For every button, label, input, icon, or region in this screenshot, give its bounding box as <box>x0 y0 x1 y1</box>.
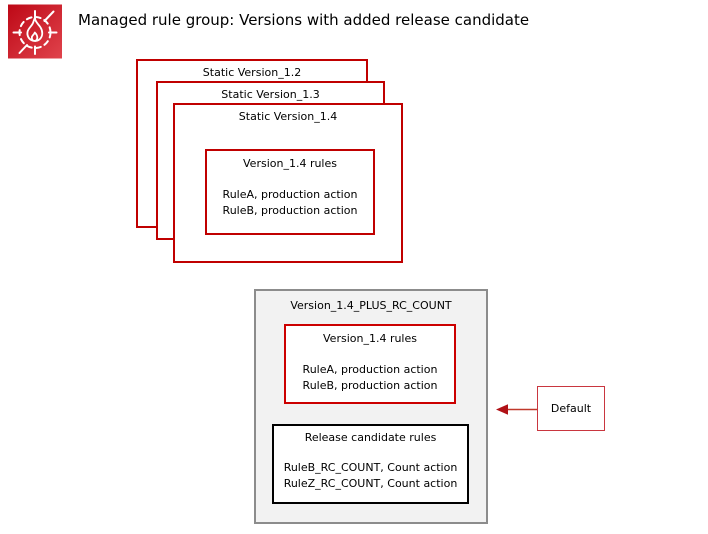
version-1-4-plus-rc-count-box: Version_1.4_PLUS_RC_COUNT Version_1.4 ru… <box>254 289 488 524</box>
release-candidate-rules-title: Release candidate rules <box>304 431 437 444</box>
rc-version-rules-box: Version_1.4 rules RuleA, production acti… <box>284 324 456 404</box>
default-label: Default <box>550 402 592 415</box>
rule-line: RuleB, production action <box>222 204 358 217</box>
rc-version-rules-title: Version_1.4 rules <box>323 332 417 345</box>
default-arrow-icon <box>496 404 538 415</box>
flame-icon <box>26 17 44 42</box>
rule-line: RuleB_RC_COUNT, Count action <box>283 461 458 474</box>
default-box: Default <box>537 386 605 431</box>
static-version-1-4-label: Static Version_1.4 <box>238 110 338 123</box>
release-candidate-rules-box: Release candidate rules RuleB_RC_COUNT, … <box>272 424 469 504</box>
static-version-1-3-label: Static Version_1.3 <box>221 88 320 101</box>
slash-icon <box>18 44 28 54</box>
rule-line: RuleA, production action <box>222 188 358 201</box>
version-1-4-plus-rc-count-title: Version_1.4_PLUS_RC_COUNT <box>290 299 452 312</box>
rule-line: RuleZ_RC_COUNT, Count action <box>283 477 458 490</box>
version-1-4-rules-box: Version_1.4 rules RuleA, production acti… <box>205 149 375 235</box>
diagram-title: Managed rule group: Versions with added … <box>78 11 530 29</box>
rule-line: RuleA, production action <box>302 363 438 376</box>
version-1-4-rules-title: Version_1.4 rules <box>243 157 337 170</box>
static-version-1-2-label: Static Version_1.2 <box>202 66 302 79</box>
rule-line: RuleB, production action <box>302 379 438 392</box>
aws-waf-icon <box>8 4 62 59</box>
